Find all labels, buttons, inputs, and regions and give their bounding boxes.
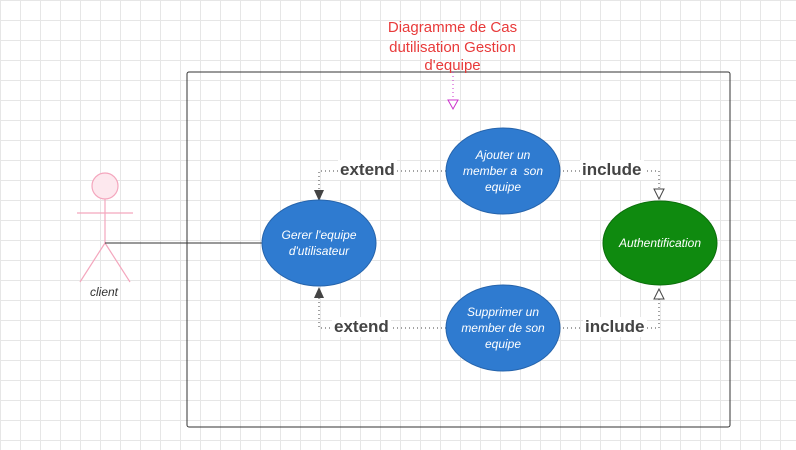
extend-bottom-label: extend <box>332 317 391 337</box>
extend-top-arrowhead-icon <box>314 190 324 201</box>
actor-left-leg <box>79 242 106 283</box>
diagram-title-line-1: Diagramme de Cas <box>387 19 518 36</box>
extend-top-label: extend <box>338 160 397 180</box>
use-case-supprimer-label-line-1: Supprimer un <box>466 305 540 319</box>
use-case-ajouter-label-line-1: Ajouter un <box>475 148 531 162</box>
diagram-title-line-2: dutilisation Gestion <box>389 39 516 56</box>
use-case-supprimer-member[interactable] <box>445 284 561 372</box>
use-case-gerer-label-line-2: d'utilisateur <box>288 244 350 258</box>
use-case-supprimer-label-line-2: member de son <box>461 321 545 335</box>
actor-head <box>91 172 119 200</box>
use-case-gerer-equipe[interactable] <box>261 199 377 287</box>
include-ajouter-connector[interactable] <box>559 170 660 189</box>
use-case-ajouter-label-line-3: equipe <box>484 180 522 194</box>
include-bottom-arrowhead-icon <box>653 287 665 300</box>
extend-supprimer-connector[interactable] <box>318 295 446 329</box>
use-case-authentification[interactable] <box>602 200 718 286</box>
include-top-arrowhead-icon <box>653 188 665 201</box>
include-supprimer-connector[interactable] <box>559 299 660 329</box>
actor-name: client <box>90 285 119 299</box>
actor-client-figure[interactable] <box>77 172 133 283</box>
include-top-label: include <box>580 160 644 180</box>
include-bottom-label: include <box>583 317 647 337</box>
use-case-gerer-label-line-1: Gerer l'equipe <box>281 228 357 242</box>
use-case-supprimer-label: Supprimer un member de son equipe <box>447 303 559 353</box>
use-case-auth-label: Authentification <box>618 236 702 250</box>
use-case-ajouter-label-line-2: member a son <box>462 164 544 178</box>
extend-bottom-arrowhead-icon <box>314 287 324 298</box>
use-case-gerer-label: Gerer l'equipe d'utilisateur <box>263 219 375 267</box>
diagram-title-line-3: d'equipe <box>424 57 481 74</box>
use-case-ajouter-member[interactable] <box>445 127 561 215</box>
actor-right-leg <box>104 242 131 283</box>
title-arrow-icon <box>447 99 459 111</box>
use-case-supprimer-label-line-3: equipe <box>484 337 522 351</box>
system-boundary[interactable] <box>186 71 731 428</box>
use-case-ajouter-label: Ajouter un member a son equipe <box>447 146 559 196</box>
